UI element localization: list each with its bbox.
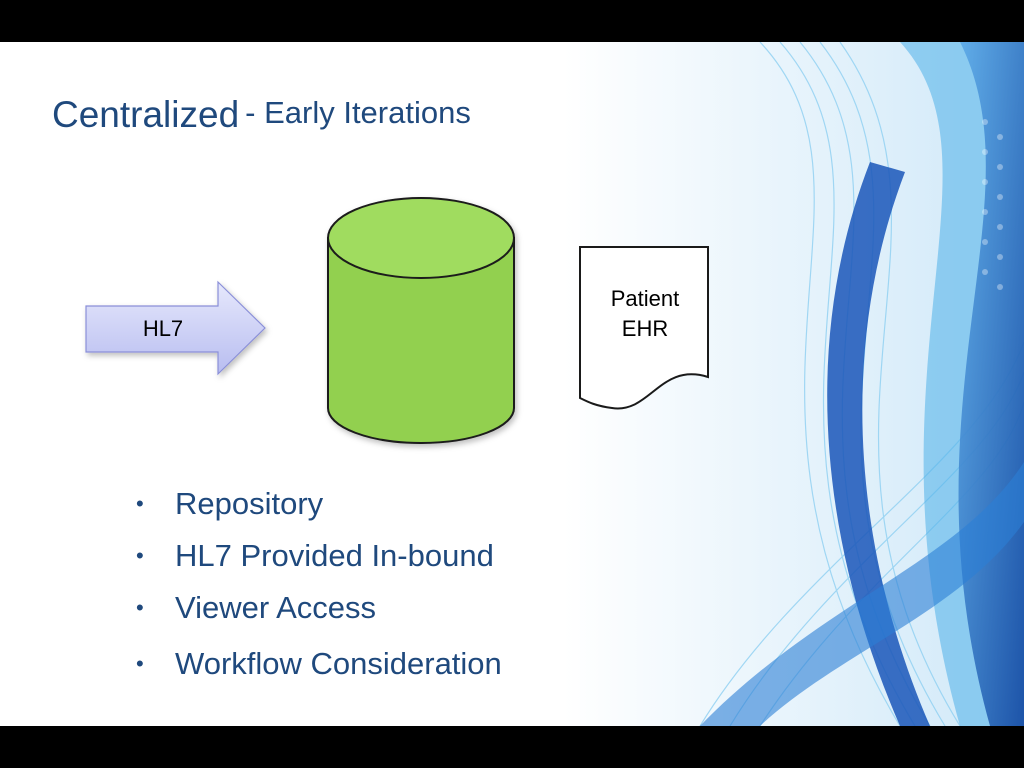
list-item: • Workflow Consideration [136,642,502,694]
bullet-icon: • [136,491,144,516]
list-item: • Viewer Access [136,586,502,638]
patient-ehr-label-line2: EHR [621,316,669,341]
bullet-text: HL7 Provided In-bound [175,538,494,573]
background-swoosh-decoration [0,42,1024,726]
bullet-text: Workflow Consideration [175,646,502,681]
bullet-list: • Repository • HL7 Provided In-bound • View… [136,482,502,694]
slide-title: Centralized- Early Iterations [52,94,471,136]
patient-ehr-label: Patient EHR [585,284,705,344]
list-item: • Repository [136,482,502,534]
title-main: Centralized [52,94,240,135]
bullet-icon: • [136,651,144,676]
hl7-arrow [85,280,266,376]
title-subtitle: - Early Iterations [245,95,471,130]
list-item: • HL7 Provided In-bound [136,534,502,586]
database-cylinder [327,197,515,444]
bullet-icon: • [136,543,144,568]
hl7-arrow-label: HL7 [142,316,184,341]
diagram [85,197,709,444]
slide: Centralized- Early Iterations HL7 Patien… [0,42,1024,726]
patient-ehr-document [579,246,709,410]
bullet-icon: • [136,595,144,620]
bullet-text: Viewer Access [175,590,377,625]
patient-ehr-label-line1: Patient [610,286,680,311]
bullet-text: Repository [175,486,324,521]
